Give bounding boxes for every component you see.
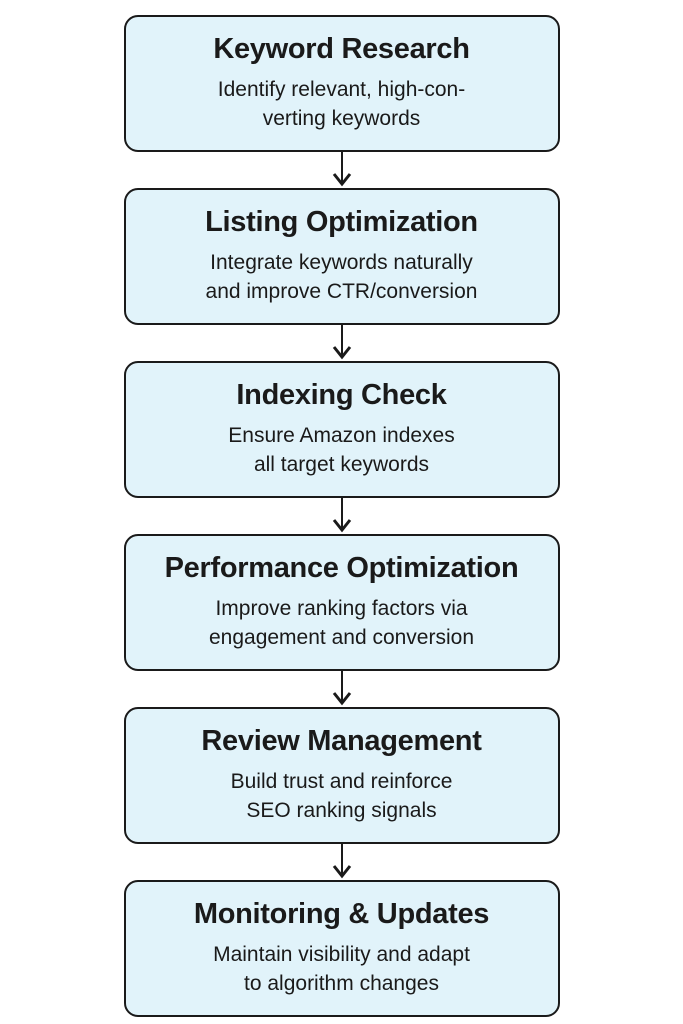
down-arrow-icon — [332, 844, 351, 879]
step-title: Review Management — [201, 725, 482, 758]
flow-step-keyword-research: Keyword Research Identify relevant, high… — [123, 15, 560, 152]
down-arrow-icon — [332, 671, 351, 706]
step-description: Integrate keywords naturally and improve… — [205, 250, 478, 303]
step-title: Performance Optimization — [164, 552, 519, 585]
flow-step-performance-optimization: Performance Optimization Improve ranking… — [123, 534, 560, 671]
flow-step-review-management: Review Management Build trust and reinfo… — [123, 707, 560, 844]
step-title: Listing Optimization — [205, 206, 478, 239]
down-arrow-icon — [332, 498, 351, 533]
flow-step-monitoring-updates: Monitoring & Updates Maintain visibility… — [123, 880, 560, 1017]
step-description: Build trust and reinforce SEO ranking si… — [230, 769, 453, 822]
step-description: Ensure Amazon indexes all target keyword… — [228, 423, 455, 476]
flow-step-indexing-check: Indexing Check Ensure Amazon indexes all… — [123, 361, 560, 498]
down-arrow-icon — [332, 325, 351, 360]
step-title: Indexing Check — [236, 379, 447, 412]
step-description: Identify relevant, high-con- verting key… — [217, 77, 466, 130]
step-description: Improve ranking factors via engagement a… — [208, 596, 475, 649]
step-description: Maintain visibility and adapt to algorit… — [213, 942, 470, 995]
flow-step-listing-optimization: Listing Optimization Integrate keywords … — [123, 188, 560, 325]
down-arrow-icon — [332, 152, 351, 187]
step-title: Keyword Research — [213, 33, 470, 66]
step-title: Monitoring & Updates — [193, 898, 490, 931]
